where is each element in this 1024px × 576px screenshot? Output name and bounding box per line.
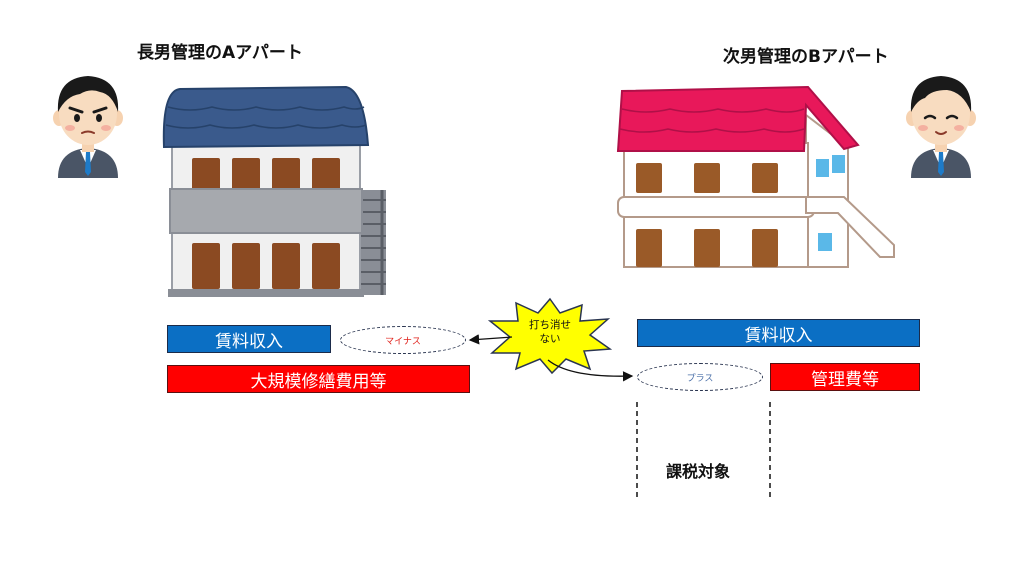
gray-apartment-icon — [162, 85, 386, 297]
right-rent-income-box: 賃料収入 — [637, 319, 920, 347]
taxable-label: 課税対象 — [666, 462, 731, 481]
right-plus-oval: プラス — [637, 363, 763, 391]
left-apartment-title: 長男管理のAアパート — [137, 43, 303, 63]
cannot-offset-line1: 打ち消せ — [529, 319, 571, 331]
left-minus-oval: マイナス — [340, 326, 466, 354]
right-management-fee-box: 管理費等 — [770, 363, 920, 391]
white-apartment-icon — [616, 85, 895, 268]
calm-businessman-icon — [906, 76, 976, 178]
starburst-icon — [487, 297, 613, 375]
arrow-to-minus — [468, 334, 513, 345]
cannot-offset-line2: ない — [539, 333, 561, 345]
cannot-offset-label: 打ち消せ ない — [508, 318, 592, 346]
left-rent-income-box: 賃料収入 — [167, 325, 331, 353]
left-major-repair-expense-box: 大規模修繕費用等 — [167, 365, 470, 393]
arrow-to-plus — [547, 359, 634, 382]
worried-businessman-icon — [53, 76, 123, 178]
right-apartment-title: 次男管理のBアパート — [723, 47, 889, 67]
